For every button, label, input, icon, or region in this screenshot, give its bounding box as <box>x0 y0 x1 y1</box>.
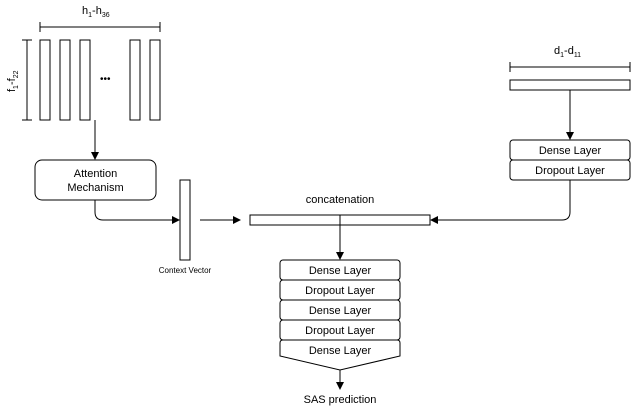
concatenation: concatenation <box>249 194 431 226</box>
static-dense-layer: Dense Layer <box>509 139 631 161</box>
sequence-bar <box>79 39 91 121</box>
sequence-bar <box>149 39 161 121</box>
svg-text:Dense Layer: Dense Layer <box>309 265 372 277</box>
input-sequence: h1-h36 f1-f22 ••• <box>6 5 161 121</box>
head-dense-layer-output: Dense Layer <box>279 339 401 371</box>
attention-mechanism: Attention Mechanism <box>34 159 157 201</box>
static-input-vector <box>509 79 631 91</box>
sequence-bar <box>59 39 71 121</box>
svg-text:Dense Layer: Dense Layer <box>309 305 372 317</box>
context-vector: Context Vector <box>159 179 212 275</box>
svg-text:Dense Layer: Dense Layer <box>539 145 602 157</box>
attention-label-line1: Attention <box>74 168 117 180</box>
head-dropout-layer-1: Dropout Layer <box>279 279 401 301</box>
sequence-bar <box>129 39 141 121</box>
arrow-static-to-concat <box>430 180 571 224</box>
svg-text:Dropout Layer: Dropout Layer <box>535 165 605 177</box>
sequence-bar <box>39 39 51 121</box>
concatenation-label: concatenation <box>306 194 375 206</box>
svg-text:Dropout Layer: Dropout Layer <box>305 285 375 297</box>
head-dense-layer-1: Dense Layer <box>279 259 401 281</box>
height-label: f1-f22 <box>6 70 20 92</box>
svg-text:Dense Layer: Dense Layer <box>309 345 372 357</box>
attention-label-line2: Mechanism <box>67 182 123 194</box>
svg-text:Dropout Layer: Dropout Layer <box>305 325 375 337</box>
width-dimension: h1-h36 <box>39 5 161 32</box>
head-dropout-layer-2: Dropout Layer <box>279 319 401 341</box>
height-dimension: f1-f22 <box>6 39 32 121</box>
static-width-dimension: d1-d11 <box>509 45 631 72</box>
static-dropout-layer: Dropout Layer <box>509 159 631 181</box>
static-input-label: d1-d11 <box>554 45 581 59</box>
head-dense-layer-2: Dense Layer <box>279 299 401 321</box>
static-input: d1-d11 <box>509 45 631 91</box>
context-vector-label: Context Vector <box>159 266 212 275</box>
arrow-attention-to-context <box>94 200 180 224</box>
output-label: SAS prediction <box>304 394 377 406</box>
ellipsis: ••• <box>100 74 111 85</box>
width-label: h1-h36 <box>82 5 110 19</box>
prediction-head: Dense Layer Dropout Layer Dense Layer Dr… <box>279 259 401 371</box>
